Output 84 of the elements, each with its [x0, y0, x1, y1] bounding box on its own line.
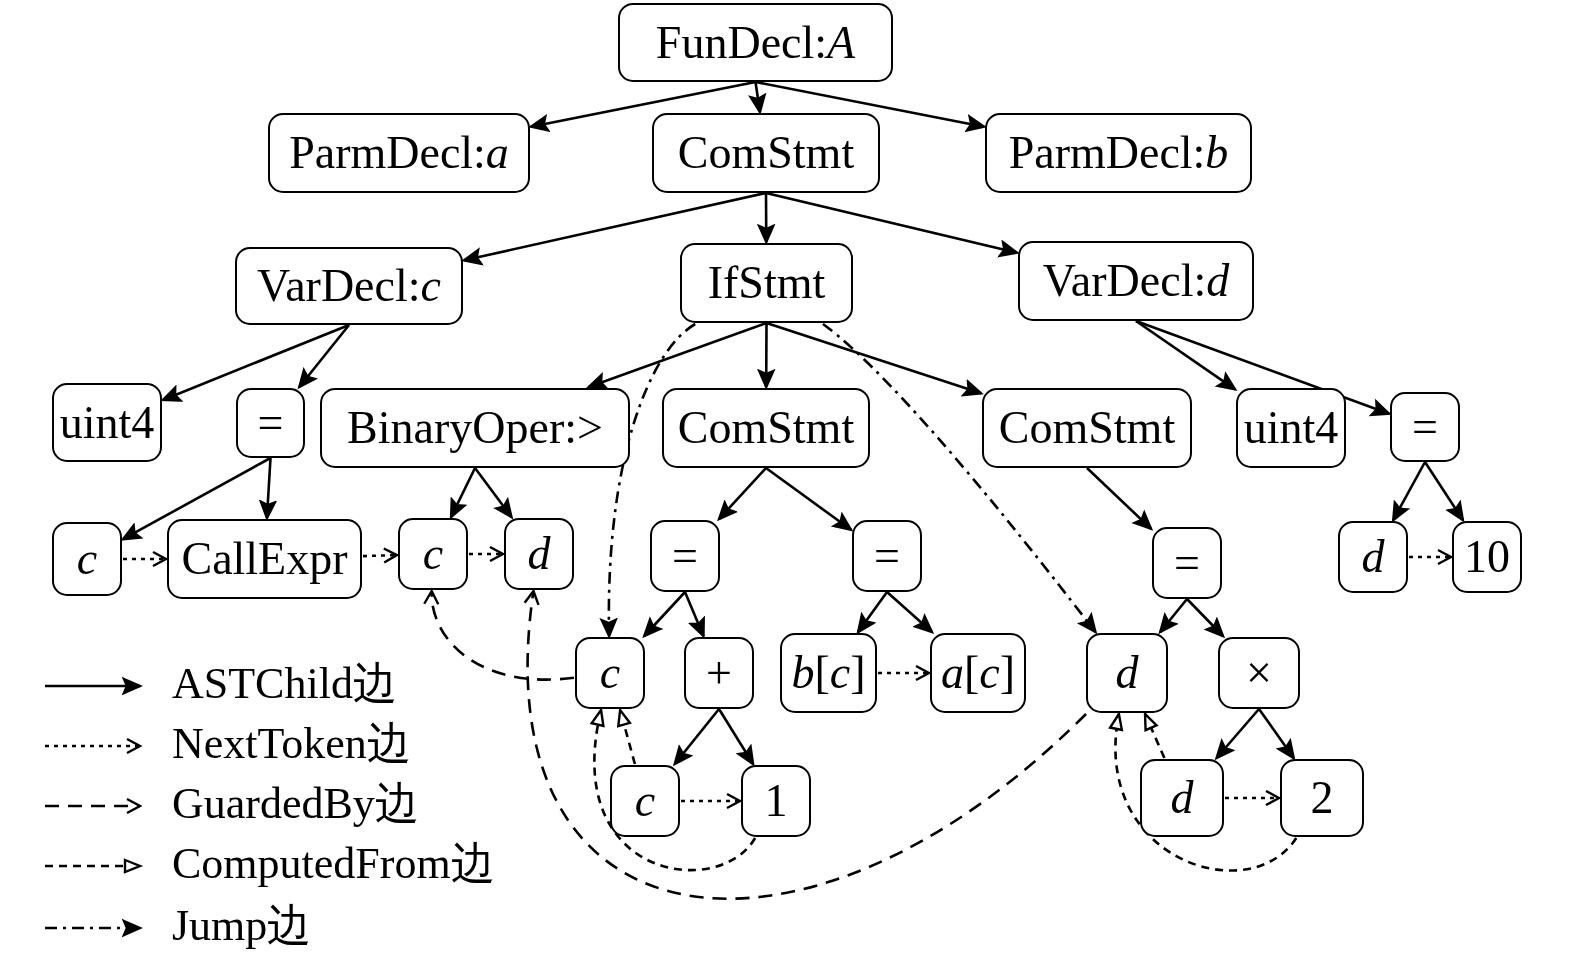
tree-node-box: =: [1152, 527, 1222, 599]
arrow: [1135, 319, 1391, 417]
arrow: [600, 322, 696, 638]
legend-label: NextToken边: [172, 722, 411, 766]
arrow: [524, 589, 1087, 900]
arrow: [765, 191, 1019, 257]
arrow: [886, 591, 934, 634]
tree-node-box: VarDecl:d: [1018, 241, 1254, 321]
tree-node-box: c: [610, 765, 680, 837]
tree-node-box: =: [1390, 392, 1460, 462]
arrow: [259, 457, 277, 520]
tree-node-box: ComStmt: [982, 388, 1192, 468]
arrow: [462, 191, 767, 265]
arrow: [758, 193, 775, 244]
arrow: [643, 591, 686, 638]
arrow: [1392, 461, 1427, 522]
tree-node-box: a[c]: [930, 633, 1026, 713]
arrow: [591, 708, 757, 872]
tree-node-box: c: [575, 637, 645, 709]
tree-node-box: uint4: [52, 383, 162, 462]
arrow: [1143, 712, 1166, 759]
arrow: [749, 81, 766, 114]
tree-node-box: d: [1338, 521, 1408, 593]
arrow: [765, 466, 853, 531]
arrow: [878, 664, 931, 682]
tree-node-box: FunDecl:A: [618, 3, 893, 82]
tree-node-box: BinaryOper:>: [320, 388, 630, 468]
arrow: [1225, 789, 1281, 807]
legend-label: GuardedBy边: [172, 782, 419, 826]
arrow: [766, 321, 983, 397]
arrow: [758, 323, 775, 389]
arrow: [717, 708, 755, 766]
tree-node-box: d: [1086, 633, 1168, 713]
arrow: [587, 321, 767, 390]
tree-node-box: uint4: [1236, 388, 1346, 468]
arrow: [121, 456, 272, 541]
tree-node-box: d: [1140, 759, 1224, 837]
tree-node-box: b[c]: [780, 633, 877, 713]
arrow: [469, 545, 505, 563]
arrow: [683, 591, 705, 638]
arrow: [856, 591, 889, 634]
arrow: [1159, 598, 1188, 634]
tree-node-box: d: [504, 518, 574, 590]
legend-label: ASTChild边: [172, 662, 397, 706]
tree-node-box: +: [684, 637, 754, 709]
tree-node-box: ParmDecl:b: [985, 113, 1252, 193]
arrow: [123, 550, 168, 568]
legend-label: Jump边: [172, 904, 312, 948]
tree-node-box: ComStmt: [652, 113, 880, 193]
tree-node-box: ParmDecl:a: [268, 113, 530, 193]
arrow: [1423, 461, 1465, 522]
tree-node-box: 10: [1452, 521, 1522, 593]
arrow: [529, 80, 756, 132]
tree-node-box: IfStmt: [680, 243, 853, 323]
arrow: [681, 792, 742, 810]
arrow: [362, 547, 399, 564]
arrow: [161, 323, 350, 402]
arrow: [1409, 548, 1453, 566]
arrow: [1086, 467, 1153, 530]
tree-node-box: =: [650, 520, 720, 592]
tree-node-box: CallExpr: [167, 519, 362, 599]
tree-node-box: c: [52, 522, 122, 596]
tree-node-box: c: [398, 518, 468, 590]
tree-node-box: 2: [1280, 759, 1364, 837]
arrow: [1215, 708, 1260, 760]
arrow: [617, 708, 637, 765]
arrow: [1110, 712, 1298, 872]
tree-node-box: =: [236, 388, 305, 458]
tree-node-box: VarDecl:c: [235, 247, 463, 325]
arrow: [755, 80, 986, 132]
tree-node-box: ComStmt: [662, 388, 870, 468]
tree-node-box: 1: [741, 765, 811, 837]
arrow: [1257, 708, 1295, 760]
arrow: [298, 324, 350, 389]
tree-node-box: =: [852, 520, 922, 592]
arrow: [717, 467, 767, 521]
arrow: [822, 323, 1097, 634]
arrow: [473, 467, 513, 519]
arrow: [424, 589, 575, 681]
arrow: [673, 708, 720, 766]
arrow: [1186, 598, 1225, 638]
arrow: [449, 467, 477, 519]
legend-label: ComputedFrom边: [172, 842, 495, 886]
tree-node-box: ×: [1218, 637, 1300, 709]
